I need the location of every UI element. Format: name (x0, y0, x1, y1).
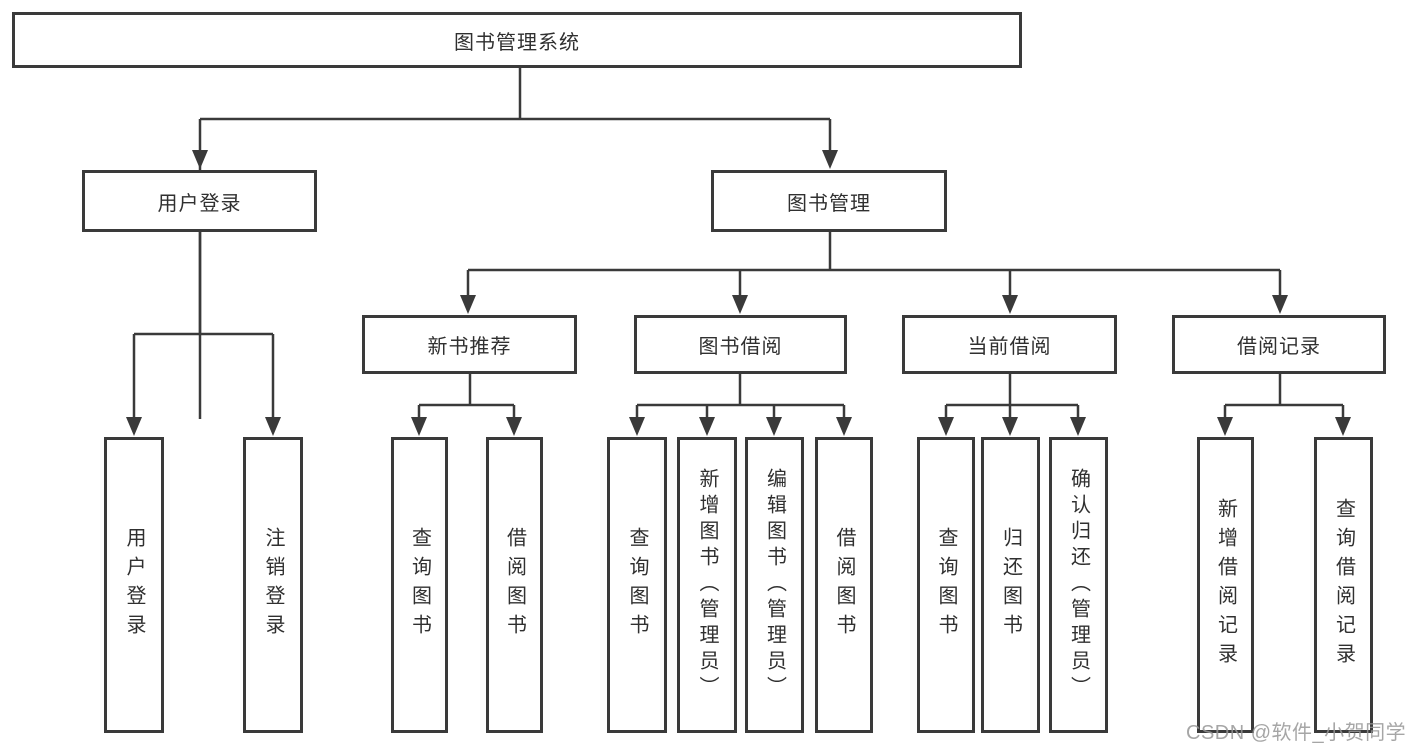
node-label: 新增借阅记录 (1214, 498, 1237, 672)
node-label: 用户登录 (123, 527, 145, 643)
node-label: 查询借阅记录 (1332, 498, 1355, 672)
node-user-login: 用户登录 (82, 170, 317, 232)
node-leaf-query-borrow-record: 查询借阅记录 (1314, 437, 1373, 733)
node-book-borrowing: 图书借阅 (634, 315, 847, 374)
node-leaf-add-borrow-record: 新增借阅记录 (1197, 437, 1254, 733)
node-leaf-query-books: 查询图书 (391, 437, 448, 733)
node-leaf-user-login: 用户登录 (104, 437, 164, 733)
node-label: 编辑图书（管理员） (763, 468, 786, 702)
node-label: 归还图书 (999, 527, 1022, 643)
node-leaf-add-books-admin: 新增图书（管理员） (677, 437, 737, 733)
node-label: 新增图书（管理员） (696, 468, 718, 702)
node-system-root: 图书管理系统 (12, 12, 1022, 68)
node-label: 确认归还（管理员） (1067, 468, 1090, 702)
node-label: 借阅图书 (503, 527, 526, 643)
node-leaf-edit-books-admin: 编辑图书（管理员） (745, 437, 804, 733)
node-label: 图书管理系统 (454, 31, 580, 54)
node-label: 查询图书 (935, 527, 957, 643)
node-book-management: 图书管理 (711, 170, 947, 232)
node-label: 图书借阅 (698, 336, 783, 358)
node-borrowing-records: 借阅记录 (1172, 315, 1386, 374)
csdn-watermark: CSDN @软件_小贺同学 (1186, 722, 1405, 744)
node-label: 当前借阅 (967, 336, 1052, 358)
node-current-borrowing: 当前借阅 (902, 315, 1117, 374)
node-label: 图书管理 (787, 192, 871, 215)
node-label: 新书推荐 (427, 336, 512, 358)
node-leaf-return-books: 归还图书 (981, 437, 1040, 733)
arrowheads (126, 150, 1351, 436)
node-label: 查询图书 (626, 527, 648, 643)
node-leaf-borrow-books: 借阅图书 (486, 437, 543, 733)
node-label: 用户登录 (157, 192, 242, 215)
node-leaf-confirm-return-admin: 确认归还（管理员） (1049, 437, 1108, 733)
node-leaf-borrow-books: 借阅图书 (815, 437, 873, 733)
node-new-book-recommendation: 新书推荐 (362, 315, 577, 374)
node-label: 查询图书 (408, 527, 431, 643)
node-label: 注销登录 (262, 527, 284, 643)
node-label: 借阅图书 (833, 527, 855, 643)
node-leaf-query-books: 查询图书 (607, 437, 667, 733)
node-leaf-logout: 注销登录 (243, 437, 303, 733)
node-label: 借阅记录 (1237, 336, 1321, 358)
node-leaf-query-books: 查询图书 (917, 437, 975, 733)
